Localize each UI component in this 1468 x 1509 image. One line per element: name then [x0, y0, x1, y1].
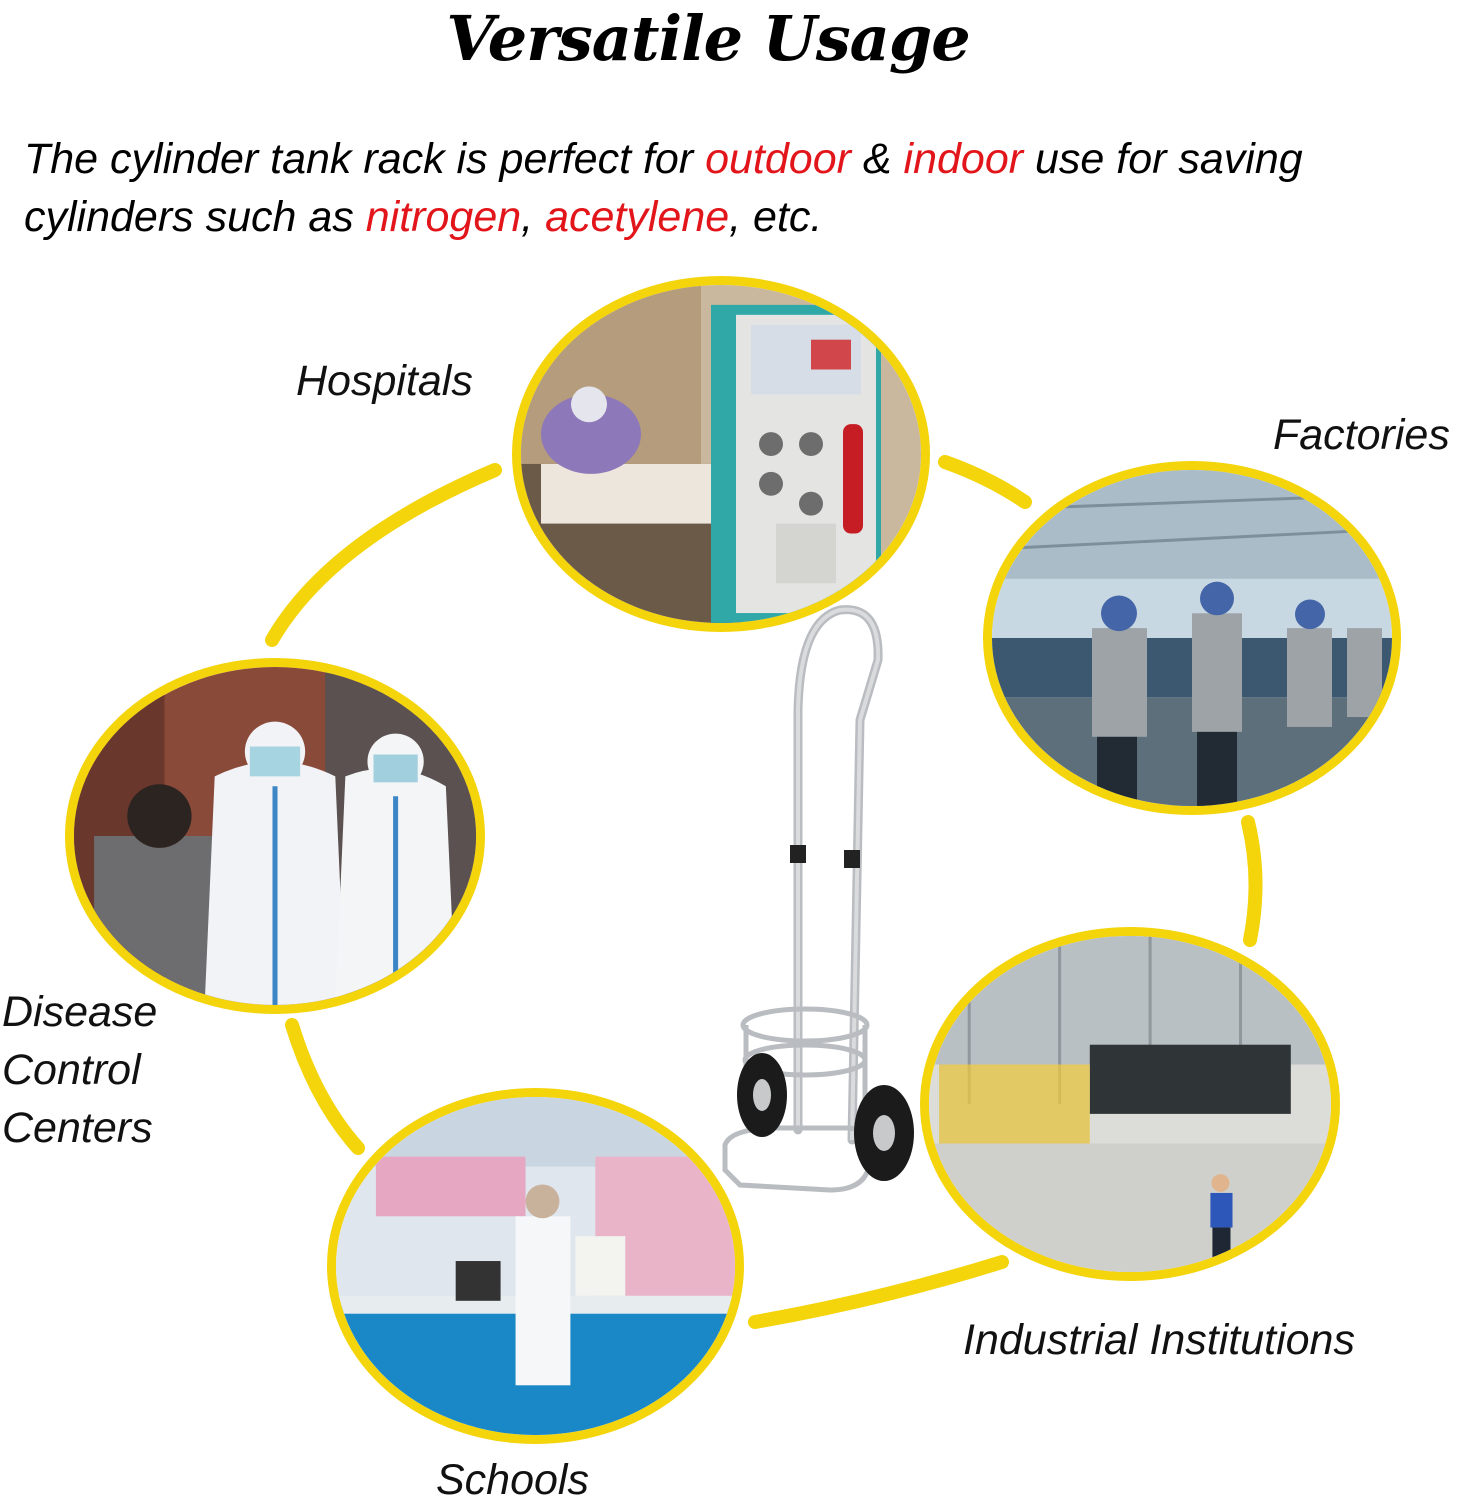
- ring-arc-bottom-right: [748, 1255, 1009, 1329]
- school-photo: [327, 1088, 744, 1444]
- label-disease-line: Centers: [2, 1104, 153, 1152]
- intro-highlight-nitrogen: nitrogen: [365, 193, 522, 241]
- cylinder-cart-image: [722, 605, 914, 1193]
- intro-paragraph: The cylinder tank rack is perfect for ou…: [24, 130, 1444, 246]
- factory-photo: [983, 461, 1401, 815]
- label-disease-control-centers: Disease Control Centers: [2, 983, 157, 1157]
- intro-text: &: [850, 135, 904, 183]
- label-industrial-institutions: Industrial Institutions: [963, 1316, 1355, 1364]
- label-disease-line: Control: [2, 1046, 141, 1094]
- ring-arc-left: [285, 1018, 365, 1155]
- intro-highlight-acetylene: acetylene: [545, 193, 730, 241]
- label-hospitals: Hospitals: [296, 357, 473, 405]
- disease-control-photo: [65, 658, 485, 1014]
- intro-highlight-outdoor: outdoor: [705, 135, 851, 183]
- hospital-photo: [512, 276, 930, 632]
- label-schools: Schools: [436, 1456, 589, 1504]
- ring-arc-top-right: [938, 455, 1032, 509]
- intro-text: , etc.: [729, 193, 823, 241]
- ring-arc-right: [1241, 815, 1263, 947]
- intro-text: use for saving cylinders such as: [24, 135, 1303, 241]
- page-title: Versatile Usage: [446, 2, 970, 75]
- label-disease-line: Disease: [2, 988, 158, 1036]
- label-factories: Factories: [1273, 411, 1450, 459]
- intro-highlight-indoor: indoor: [903, 135, 1024, 183]
- intro-text: The cylinder tank rack is perfect for: [24, 135, 706, 183]
- intro-text: ,: [521, 193, 546, 241]
- ring-arc-top-left: [265, 463, 502, 647]
- industrial-photo: [920, 927, 1340, 1281]
